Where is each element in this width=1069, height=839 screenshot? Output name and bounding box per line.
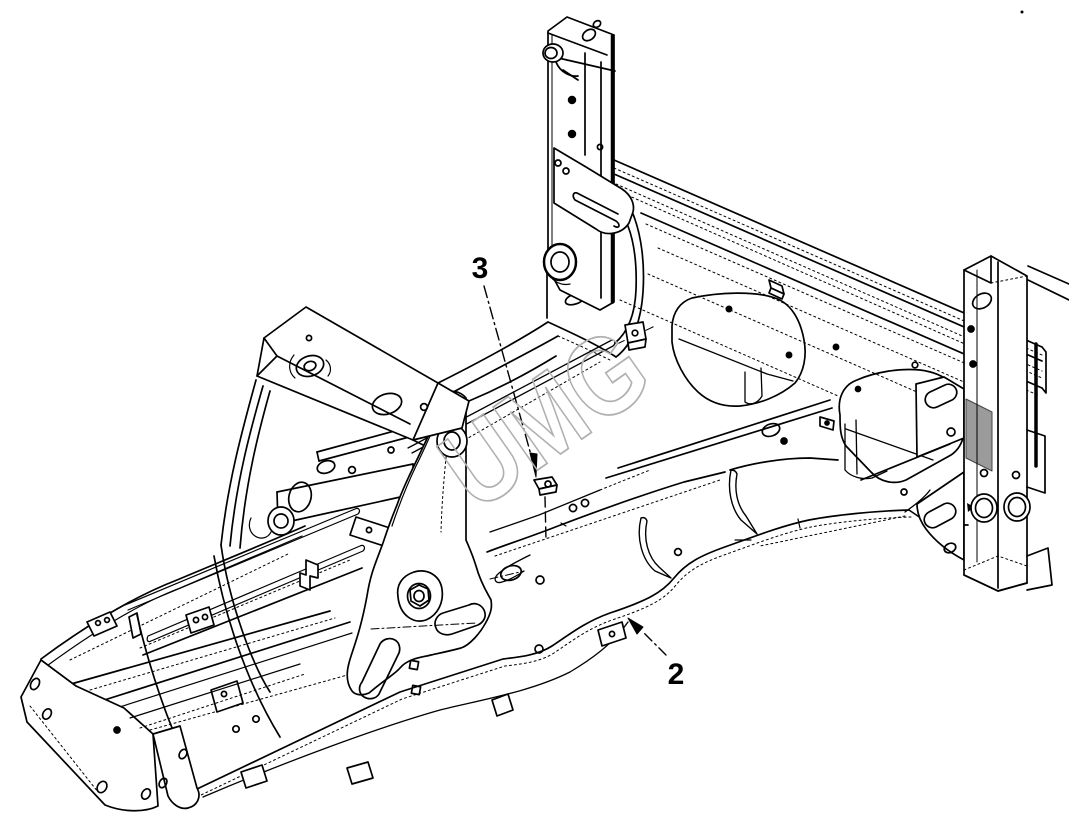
svg-text:3: 3 xyxy=(472,252,489,285)
svg-text:2: 2 xyxy=(668,658,685,691)
